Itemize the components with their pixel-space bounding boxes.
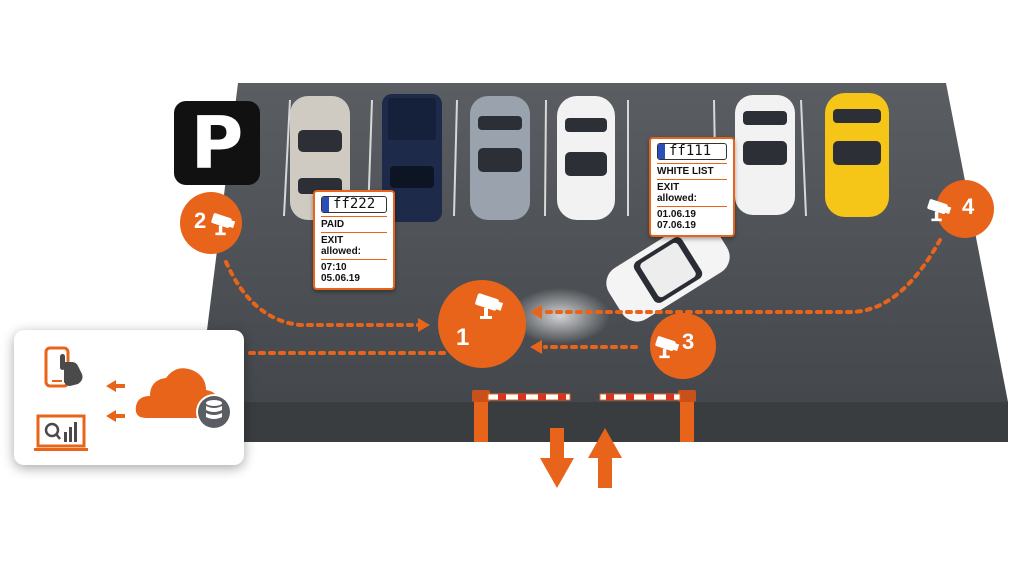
exit-label: EXIT allowed: <box>321 232 387 259</box>
camera-1-badge: 1 <box>438 280 526 368</box>
car-1 <box>290 96 350 220</box>
exit-line-1: EXIT <box>321 235 344 246</box>
car-3 <box>470 96 530 220</box>
camera-icon <box>927 199 952 222</box>
status-label: PAID <box>321 216 387 232</box>
camera-number: 3 <box>682 329 695 354</box>
headlight-glow <box>510 288 610 344</box>
cloud-control-panel <box>14 330 244 465</box>
camera-icon <box>655 336 680 359</box>
exit-dates: 01.06.19 07.06.19 <box>657 206 727 233</box>
analytics-monitor-icon <box>34 414 88 451</box>
arrow-cam2-to-cam1 <box>224 260 422 327</box>
parking-sign: P <box>174 101 260 185</box>
date-line-1: 01.06.19 <box>657 209 696 220</box>
parked-cars <box>290 93 889 344</box>
plate-number: ff111 <box>669 143 712 159</box>
exit-line-2: allowed: <box>657 193 698 204</box>
time-line-2: 05.06.19 <box>321 273 360 284</box>
plate-number: ff222 <box>333 196 376 212</box>
smartphone-touch-icon <box>44 346 83 388</box>
car-exiting <box>606 218 730 322</box>
plate-flag <box>322 197 329 212</box>
arrow-left-icon <box>106 380 125 422</box>
camera-number: 1 <box>456 324 470 351</box>
license-plate: ff111 <box>657 143 727 160</box>
camera-3-badge: 3 <box>650 313 716 379</box>
exit-label: EXIT allowed: <box>657 179 727 206</box>
camera-number: 2 <box>194 208 207 233</box>
plate-info-card-white-list: ff111 WHITE LIST EXIT allowed: 01.06.19 … <box>649 137 735 237</box>
barrier-gate-left <box>472 390 571 442</box>
camera-number: 4 <box>962 194 975 219</box>
status-label: WHITE LIST <box>657 163 727 179</box>
exit-line-2: allowed: <box>321 246 362 257</box>
cloud-icon <box>135 368 232 430</box>
arrow-cam4-to-cam1 <box>543 238 942 314</box>
database-icon <box>196 394 232 430</box>
entry-arrow-up-icon <box>588 428 622 488</box>
flow-arrows <box>224 238 942 355</box>
car-4 <box>557 96 615 220</box>
camera-2-badge: 2 <box>180 192 242 254</box>
time-line-1: 07:10 <box>321 262 347 273</box>
camera-4-badge: 4 <box>927 180 994 238</box>
plate-info-card-paid: ff222 PAID EXIT allowed: 07:10 05.06.19 <box>313 190 395 290</box>
exit-time: 07:10 05.06.19 <box>321 259 387 286</box>
exit-line-1: EXIT <box>657 182 680 193</box>
date-line-2: 07.06.19 <box>657 220 696 231</box>
asphalt-front-edge <box>198 402 1008 442</box>
camera-icon <box>475 293 504 319</box>
license-plate: ff222 <box>321 196 387 213</box>
camera-icon <box>211 213 236 236</box>
car-6-yellow <box>825 93 889 217</box>
car-5 <box>735 95 795 215</box>
plate-flag <box>658 144 665 159</box>
exit-arrow-down-icon <box>540 428 574 488</box>
barrier-gate-right <box>599 390 696 442</box>
car-2-pickup <box>382 94 442 222</box>
